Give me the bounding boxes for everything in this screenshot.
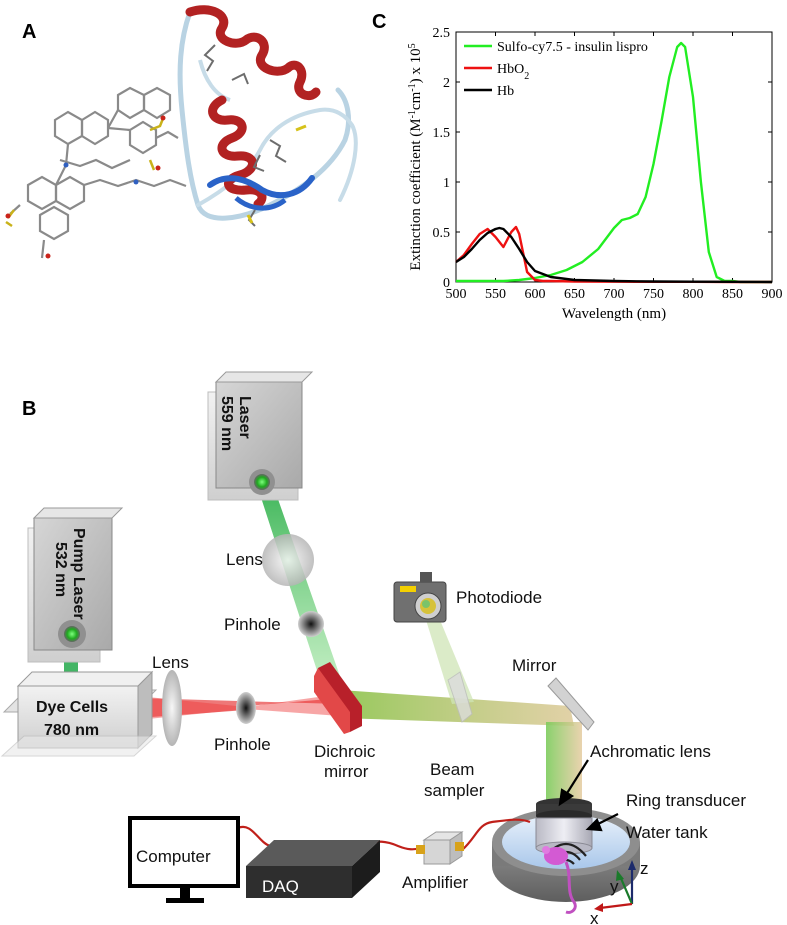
dichroic-label-line2: mirror (324, 762, 369, 781)
lens-mid-icon (162, 670, 182, 746)
dichroic-label-line1: Dichroic (314, 742, 376, 761)
mirror-icon (547, 677, 595, 731)
amplifier-icon (416, 831, 464, 865)
lens-mid-label: Lens (152, 653, 189, 672)
pinhole-mid-label: Pinhole (214, 735, 271, 754)
molecule-structure-illustration (5, 5, 358, 259)
lens-top-icon (262, 534, 314, 586)
beam-sampler-icon (447, 671, 473, 723)
mouse-icon (542, 846, 577, 914)
pump-laser-box: Pump Laser 532 nm (27, 507, 124, 663)
achromatic-lens-label: Achromatic lens (590, 742, 711, 761)
daq-icon (246, 840, 380, 898)
green-beam-559 (256, 482, 342, 686)
pinhole-mid-icon (236, 692, 256, 724)
computer-icon (128, 816, 240, 903)
extinction-chart: 500 550 600 650 700 750 800 850 900 0 0.5 1 1.5 2 2.5W… (407, 26, 783, 322)
laser-559-wavelength: 559 nm (218, 396, 235, 451)
x-tick-label: 550 (485, 287, 506, 302)
panel-a-letter: A (22, 21, 36, 43)
coordinate-axes-icon (594, 860, 636, 912)
ring-transducer-label: Ring transducer (626, 791, 746, 810)
dye-cells-wavelength: 780 nm (44, 722, 99, 739)
dye-cells-label: Dye Cells (36, 699, 108, 716)
legend-entry-0: Sulfo-cy7.5 - insulin lispro (497, 40, 648, 55)
dye-cells-box: Dye Cells 780 nm (0, 670, 158, 757)
photodiode-label: Photodiode (456, 588, 542, 607)
x-tick-label: 750 (643, 287, 664, 302)
photodiode-icon (393, 572, 447, 623)
mirror-label: Mirror (512, 656, 557, 675)
sampled-beam (426, 620, 474, 704)
panel-b-letter: B (22, 398, 36, 420)
downward-beam (546, 722, 582, 802)
axis-y-label: y (610, 877, 619, 896)
beam-sampler-label-line1: Beam (430, 760, 474, 779)
water-tank-label: Water tank (626, 823, 708, 842)
series-line-2 (455, 226, 773, 284)
lens-top-label: Lens (226, 550, 263, 569)
laser-559-box: Laser 559 nm (207, 371, 314, 501)
pinhole-top-icon (298, 611, 324, 637)
daq-label: DAQ (262, 877, 299, 896)
y-tick-label: 0 (443, 276, 450, 291)
computer-label: Computer (136, 847, 211, 866)
series-line-1 (455, 225, 772, 284)
axis-z-label: z (640, 859, 649, 878)
x-tick-label: 650 (564, 287, 585, 302)
x-tick-label: 600 (525, 287, 546, 302)
x-tick-label: 500 (446, 287, 467, 302)
annotation-arrows (558, 759, 619, 832)
dichroic-mirror-icon (314, 662, 362, 734)
laser-559-label: Laser (236, 396, 253, 439)
legend-entry-1: HbO2 (497, 62, 529, 82)
beam-sampler-label-line2: sampler (424, 781, 485, 800)
x-tick-label: 700 (604, 287, 625, 302)
y-tick-label: 2.5 (433, 26, 451, 41)
pump-laser-label: Pump Laser (70, 528, 87, 620)
axis-x-label: x (590, 909, 599, 925)
y-axis-label: Extinction coefficient (M-1cm-1) x 105 (407, 43, 425, 270)
x-tick-label: 800 (683, 287, 704, 302)
y-tick-label: 1.5 (433, 126, 451, 141)
pump-laser-wavelength: 532 nm (52, 542, 69, 597)
panel-c-letter: C (372, 11, 386, 33)
y-tick-label: 0.5 (433, 226, 451, 241)
x-tick-label: 900 (762, 287, 783, 302)
y-tick-label: 1 (443, 176, 450, 191)
amplifier-label: Amplifier (402, 873, 468, 892)
x-tick-label: 850 (722, 287, 743, 302)
legend-entry-2: Hb (497, 84, 514, 99)
x-axis-label: Wavelength (nm) (562, 306, 666, 322)
pinhole-top-label: Pinhole (224, 615, 281, 634)
y-tick-label: 2 (443, 76, 450, 91)
